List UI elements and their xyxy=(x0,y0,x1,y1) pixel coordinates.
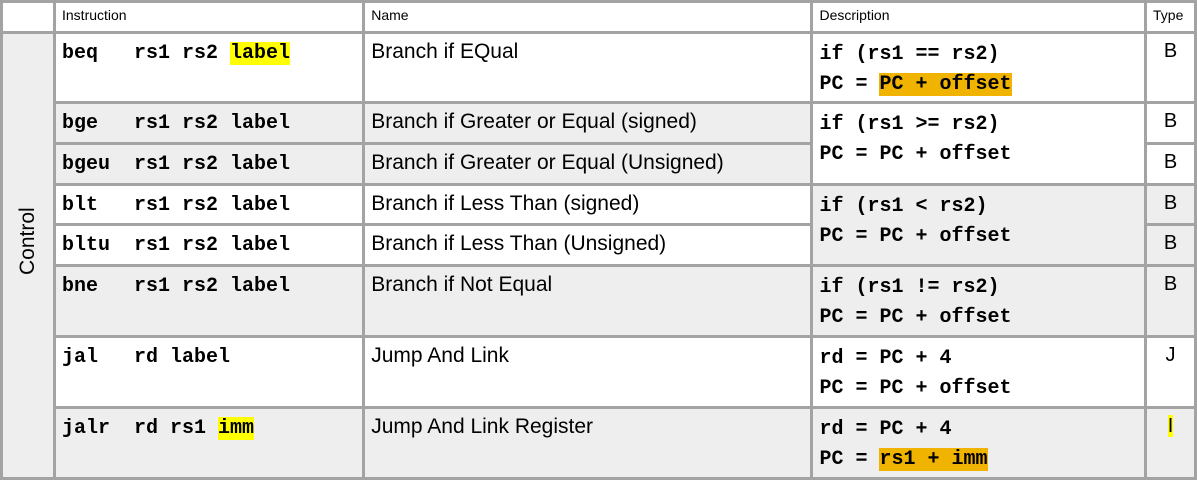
instruction-cell: bltu rs1 rs2 label xyxy=(52,223,366,267)
instruction-cell: bgeu rs1 rs2 label xyxy=(52,142,366,186)
instruction-cell: bge rs1 rs2 label xyxy=(52,101,366,145)
desc-line: if (rs1 == rs2) xyxy=(819,43,1000,66)
operands: rs1 rs2 xyxy=(134,42,231,65)
instruction-cell: bne rs1 rs2 label xyxy=(52,264,366,338)
desc-line: PC = xyxy=(819,73,880,96)
type-cell: B xyxy=(1144,223,1197,267)
instruction-cell: jalr rd rs1 imm xyxy=(52,406,366,480)
description-cell: if (rs1 != rs2)PC = PC + offset xyxy=(810,264,1148,338)
instruction-cell: blt rs1 rs2 label xyxy=(52,183,366,226)
table-row: bge rs1 rs2 label Branch if Greater or E… xyxy=(1,101,1197,186)
highlighted-operand: imm xyxy=(218,417,255,440)
description-cell: if (rs1 >= rs2)PC = PC + offset xyxy=(810,101,1148,186)
type-cell: B xyxy=(1144,183,1197,226)
highlighted-expression: PC + offset xyxy=(879,73,1012,96)
header-blank xyxy=(0,0,56,34)
type-cell: B xyxy=(1144,101,1197,145)
instruction-cell: jal rd label xyxy=(52,335,366,409)
name-cell: Branch if Less Than (signed) xyxy=(362,183,814,226)
type-cell: B xyxy=(1144,142,1197,186)
description-cell: if (rs1 < rs2)PC = PC + offset xyxy=(810,183,1148,267)
highlighted-expression: rs1 + imm xyxy=(879,448,988,471)
header-description: Description xyxy=(810,0,1148,34)
table-row: bltu rs1 rs2 label Branch if Less Than (… xyxy=(1,223,1197,267)
header-name: Name xyxy=(362,0,814,34)
table-row: jalr rd rs1 imm Jump And Link Register r… xyxy=(1,406,1197,480)
table-row: blt rs1 rs2 label Branch if Less Than (s… xyxy=(1,183,1197,267)
opcode: beq xyxy=(62,42,99,65)
type-cell: I xyxy=(1144,406,1197,480)
name-cell: Branch if Not Equal xyxy=(362,264,814,338)
header-type: Type xyxy=(1144,0,1197,34)
type-cell: B xyxy=(1144,31,1197,104)
header-instruction: Instruction xyxy=(52,0,366,34)
type-cell: J xyxy=(1144,335,1197,409)
name-cell: Jump And Link xyxy=(362,335,814,409)
name-cell: Branch if Less Than (Unsigned) xyxy=(362,223,814,267)
group-label-cell: Control xyxy=(0,31,56,480)
name-cell: Branch if Greater or Equal (signed) xyxy=(362,101,814,145)
highlighted-operand: label xyxy=(230,42,291,65)
type-cell: B xyxy=(1144,264,1197,338)
highlighted-type: I xyxy=(1167,415,1174,437)
name-cell: Branch if Greater or Equal (Unsigned) xyxy=(362,142,814,186)
name-cell: Jump And Link Register xyxy=(362,406,814,480)
description-cell: if (rs1 == rs2) PC = PC + offset xyxy=(810,31,1148,104)
header-row: Instruction Name Description Type xyxy=(0,0,1197,34)
instruction-cell: beq rs1 rs2 label xyxy=(52,31,366,104)
name-cell: Branch if EQual xyxy=(362,31,814,104)
group-label: Control xyxy=(16,206,39,275)
table-row: Control beq rs1 rs2 label Branch if EQua… xyxy=(0,31,1197,480)
table-row: bne rs1 rs2 label Branch if Not Equal if… xyxy=(1,264,1197,338)
